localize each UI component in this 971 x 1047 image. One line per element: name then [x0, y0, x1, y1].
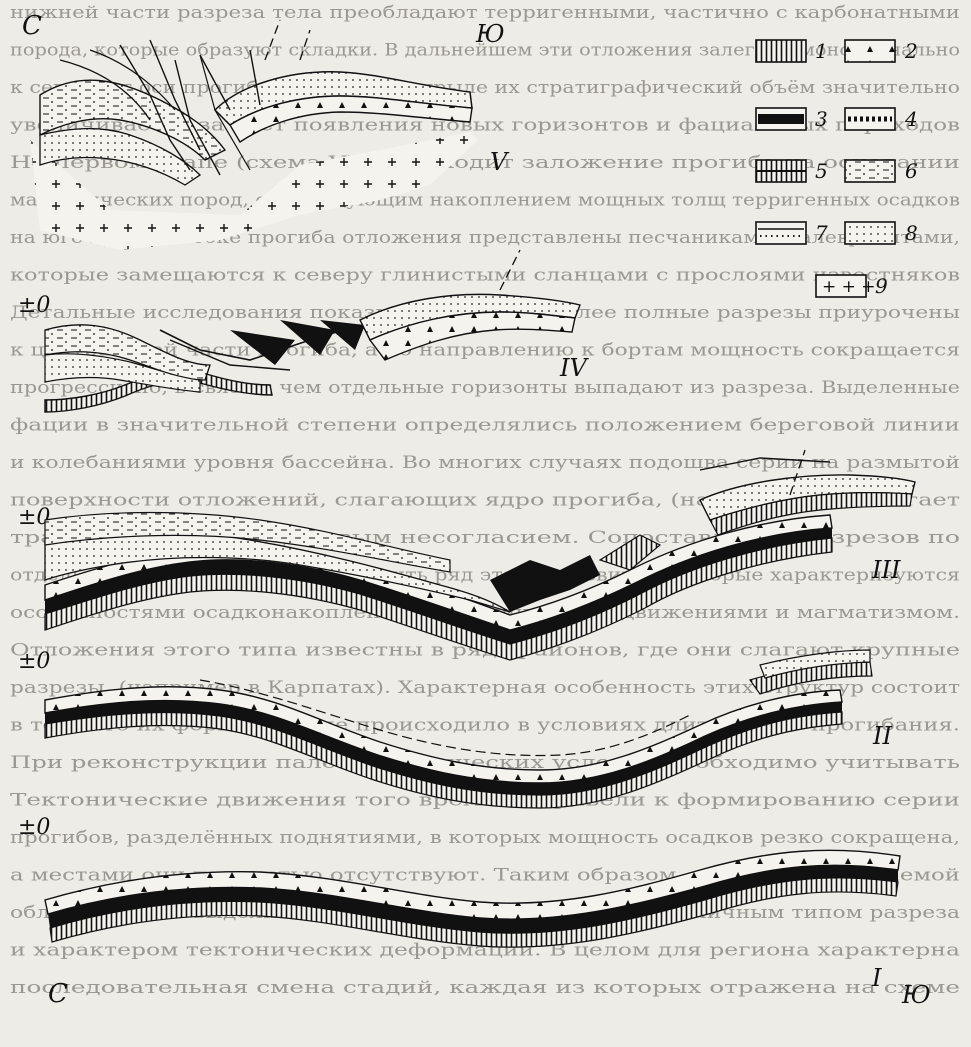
stage-label-ii: II [872, 722, 892, 750]
legend-item-9: + + + 9 [816, 274, 888, 298]
legend-9-crosses: + + + [822, 277, 876, 297]
north-label-top: С [22, 11, 42, 41]
show-through-line: и колебаниями уровня бассейна. Во многих… [10, 453, 960, 473]
south-label-bottom: Ю [901, 981, 931, 1009]
stage-label-iv: IV [559, 354, 589, 382]
svg-text:9: 9 [875, 274, 888, 298]
section-iii: ±0 III [18, 450, 915, 660]
legend-item-1: 1 [756, 39, 828, 63]
legend-item-7: 7 [756, 221, 828, 245]
svg-text:4: 4 [904, 107, 918, 131]
legend-item-8: 8 [845, 221, 918, 245]
show-through-line: последовательная смена стадий, каждая из… [10, 978, 960, 998]
datum-label-i: ±0 [18, 815, 50, 840]
stage-label-iii: III [871, 556, 901, 584]
legend-item-6: 6 [845, 159, 918, 183]
show-through-line: магматических пород, с последующим накоп… [10, 191, 960, 211]
svg-text:5: 5 [815, 159, 828, 183]
svg-text:6: 6 [905, 159, 918, 183]
legend-item-3: 3 [756, 107, 828, 131]
legend-item-5: 5 [756, 159, 828, 183]
stage-label-v: V [490, 148, 510, 176]
svg-text:8: 8 [905, 221, 918, 245]
svg-text:2: 2 [904, 39, 918, 63]
show-through-line: к северу от оси прогиба, а на южном крыл… [10, 78, 960, 98]
legend-item-2: 2 [845, 39, 918, 63]
south-label-top: Ю [475, 20, 505, 48]
datum-label-ii: ±0 [18, 649, 50, 674]
show-through-line: фации в значительной степени определялис… [10, 416, 960, 436]
legend-item-4: 4 [845, 107, 918, 131]
svg-text:1: 1 [815, 39, 828, 63]
svg-text:7: 7 [815, 221, 828, 245]
datum-label-iv: ±0 [18, 293, 50, 318]
stage-label-i: I [871, 964, 882, 992]
svg-text:3: 3 [815, 107, 828, 131]
show-through-line: прогибов, разделённых поднятиями, в кото… [10, 828, 960, 848]
north-label-bottom: С [48, 979, 68, 1009]
